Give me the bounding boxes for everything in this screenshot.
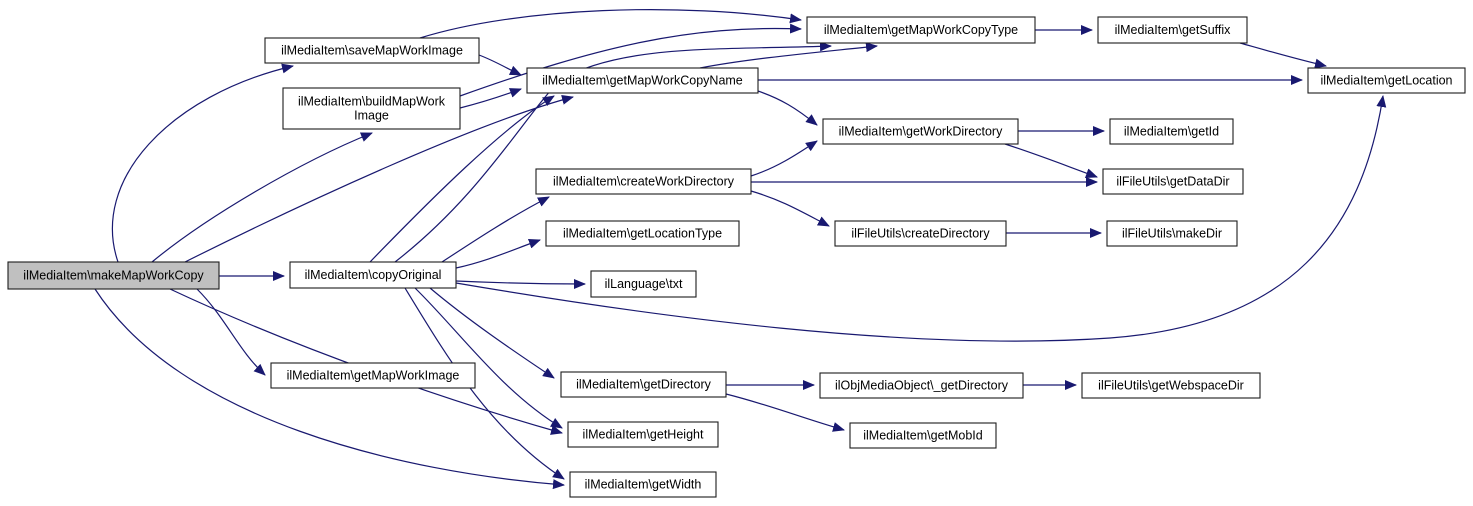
edge-getSuffix-to-getLocation bbox=[1239, 42, 1327, 69]
graph-node-label: ilMediaItem\getMobId bbox=[863, 429, 983, 443]
graph-node-getSuffix[interactable]: ilMediaItem\getSuffix bbox=[1097, 16, 1248, 44]
graph-node-box bbox=[1106, 220, 1238, 247]
edge-copyOriginal-to-txt bbox=[455, 278, 586, 289]
graph-node-txt[interactable]: ilLanguage\txt bbox=[590, 270, 697, 298]
graph-node-label: ilMediaItem\buildMapWork bbox=[298, 95, 446, 109]
graph-node-label: ilMediaItem\makeMapWorkCopy bbox=[23, 269, 204, 283]
graph-node-label: ilMediaItem\getWorkDirectory bbox=[839, 125, 1003, 139]
graph-node-getDirectory[interactable]: ilMediaItem\getDirectory bbox=[560, 371, 727, 398]
graph-node-label: ilMediaItem\getLocationType bbox=[563, 227, 722, 241]
graph-node-label: ilMediaItem\getDirectory bbox=[576, 378, 712, 392]
graph-node-box bbox=[270, 362, 476, 389]
graph-node-getWorkDirectory[interactable]: ilMediaItem\getWorkDirectory bbox=[822, 118, 1019, 145]
graph-node-box bbox=[1081, 372, 1261, 399]
graph-node-box bbox=[289, 261, 457, 289]
graph-node-box bbox=[569, 471, 717, 498]
edge-makeMapWorkCopy-to-getMapWorkCopyName bbox=[184, 94, 574, 263]
graph-node-getMapWorkImage[interactable]: ilMediaItem\getMapWorkImage bbox=[270, 362, 476, 389]
graph-node-box bbox=[1097, 16, 1248, 44]
graph-node-makeMapWorkCopy: ilMediaItem\makeMapWorkCopy bbox=[7, 261, 220, 290]
graph-node-box bbox=[264, 37, 480, 64]
graph-node-label: ilMediaItem\getMapWorkCopyType bbox=[824, 23, 1018, 37]
graph-node-getHeight[interactable]: ilMediaItem\getHeight bbox=[567, 421, 719, 448]
graph-node-label: ilMediaItem\getId bbox=[1124, 125, 1219, 139]
edge-makeMapWorkCopy-to-getMapWorkImage bbox=[196, 288, 266, 376]
graph-node-label: ilMediaItem\saveMapWorkImage bbox=[281, 44, 463, 58]
graph-node-getWebspaceDir[interactable]: ilFileUtils\getWebspaceDir bbox=[1081, 372, 1261, 399]
graph-node-box bbox=[834, 220, 1007, 247]
edge-createWorkDirectory-to-getWorkDirectory bbox=[750, 140, 818, 177]
edge-copyOriginal-to-getDirectory bbox=[429, 287, 555, 379]
edge-copyOriginal-to-getLocationType bbox=[455, 238, 541, 269]
graph-node-label: ilMediaItem\copyOriginal bbox=[305, 268, 442, 282]
graph-node-box bbox=[849, 422, 997, 449]
edge-makeMapWorkCopy-to-getWidth bbox=[94, 288, 565, 490]
edge-copyOriginal-to-getMapWorkCopyName bbox=[369, 95, 555, 263]
graph-node-box bbox=[806, 16, 1036, 44]
graph-node-getId[interactable]: ilMediaItem\getId bbox=[1109, 118, 1234, 145]
graph-node-label: ilLanguage\txt bbox=[605, 277, 683, 291]
edge-saveMapWorkImage-to-getMapWorkCopyType bbox=[419, 9, 802, 39]
edge-getDirectory-to-getMobId bbox=[725, 393, 845, 432]
graph-node-label: ilObjMediaObject\_getDirectory bbox=[835, 379, 1009, 393]
graph-node-createWorkDirectory[interactable]: ilMediaItem\createWorkDirectory bbox=[535, 168, 752, 195]
graph-node-getLocation[interactable]: ilMediaItem\getLocation bbox=[1307, 67, 1466, 94]
graph-node-getMapWorkCopyName[interactable]: ilMediaItem\getMapWorkCopyName bbox=[526, 67, 759, 94]
graph-node-box bbox=[1109, 118, 1234, 145]
graph-node-box bbox=[7, 261, 220, 290]
graph-node-box bbox=[526, 67, 759, 94]
graph-node-box bbox=[590, 270, 697, 298]
graph-node-label: ilFileUtils\getDataDir bbox=[1116, 175, 1229, 189]
edge-buildMapWorkImage-to-getMapWorkCopyType bbox=[459, 23, 802, 97]
graph-node-getMapWorkCopyType[interactable]: ilMediaItem\getMapWorkCopyType bbox=[806, 16, 1036, 44]
graph-node-label: ilMediaItem\getWidth bbox=[585, 478, 702, 492]
graph-node-box bbox=[567, 421, 719, 448]
edge-copyOriginal-to-getLocation bbox=[455, 95, 1387, 342]
graph-node-box bbox=[1307, 67, 1466, 94]
graph-node-label: ilFileUtils\makeDir bbox=[1122, 227, 1222, 241]
graph-node-label: ilMediaItem\createWorkDirectory bbox=[553, 175, 735, 189]
edge-getWorkDirectory-to-getDataDir bbox=[1004, 143, 1098, 178]
graph-node-box bbox=[535, 168, 752, 195]
graph-node-label: ilMediaItem\getMapWorkCopyName bbox=[542, 74, 743, 88]
graph-node-copyOriginal[interactable]: ilMediaItem\copyOriginal bbox=[289, 261, 457, 289]
graph-node-label: ilMediaItem\getSuffix bbox=[1115, 23, 1232, 37]
graph-node-label: ilMediaItem\getHeight bbox=[583, 428, 704, 442]
graph-node-getLocationType[interactable]: ilMediaItem\getLocationType bbox=[545, 220, 740, 247]
graph-node-box bbox=[819, 372, 1024, 399]
edge-copyOriginal-to-createWorkDirectory bbox=[441, 196, 550, 263]
graph-node-label: ilMediaItem\getLocation bbox=[1320, 74, 1452, 88]
edge-makeMapWorkCopy-to-buildMapWorkImage bbox=[151, 132, 373, 263]
graph-node-label: ilMediaItem\getMapWorkImage bbox=[287, 369, 460, 383]
edge-saveMapWorkImage-to-getMapWorkCopyName bbox=[478, 54, 522, 76]
graph-node-label: Image bbox=[354, 109, 389, 123]
graph-node-box bbox=[560, 371, 727, 398]
edge-copyOriginal-to-getHeight bbox=[414, 287, 563, 429]
edge-createWorkDirectory-to-createDirectory bbox=[750, 190, 830, 227]
edge-makeMapWorkCopy-to-getHeight bbox=[169, 288, 563, 435]
edge-buildMapWorkImage-to-getMapWorkCopyName bbox=[459, 88, 522, 109]
graph-node-saveMapWorkImage[interactable]: ilMediaItem\saveMapWorkImage bbox=[264, 37, 480, 64]
graph-node-box bbox=[545, 220, 740, 247]
graph-node-getMobId[interactable]: ilMediaItem\getMobId bbox=[849, 422, 997, 449]
graph-node-box bbox=[282, 87, 461, 130]
graph-node-label: ilFileUtils\getWebspaceDir bbox=[1098, 379, 1244, 393]
graph-node-_getDirectory[interactable]: ilObjMediaObject\_getDirectory bbox=[819, 372, 1024, 399]
edge-getMapWorkCopyName-to-getMapWorkCopyType bbox=[699, 42, 878, 69]
graph-node-getDataDir[interactable]: ilFileUtils\getDataDir bbox=[1102, 168, 1244, 195]
edge-getMapWorkCopyName-to-getWorkDirectory bbox=[757, 90, 818, 126]
edge-makeMapWorkCopy-to-saveMapWorkImage bbox=[111, 63, 294, 263]
graph-node-createDirectory[interactable]: ilFileUtils\createDirectory bbox=[834, 220, 1007, 247]
graph-node-label: ilFileUtils\createDirectory bbox=[851, 227, 990, 241]
graph-node-makeDir[interactable]: ilFileUtils\makeDir bbox=[1106, 220, 1238, 247]
graph-node-box bbox=[1102, 168, 1244, 195]
edge-copyOriginal-to-getWidth bbox=[404, 287, 565, 480]
graph-node-box bbox=[822, 118, 1019, 145]
graph-node-getWidth[interactable]: ilMediaItem\getWidth bbox=[569, 471, 717, 498]
